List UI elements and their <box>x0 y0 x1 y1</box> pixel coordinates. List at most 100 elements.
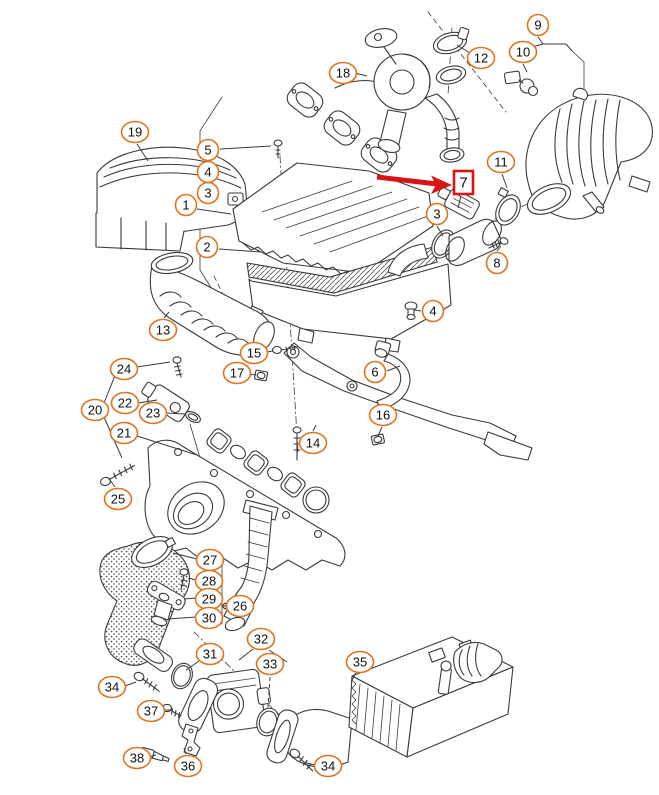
callout-31[interactable]: 31 <box>195 642 225 666</box>
callout-number: 18 <box>336 66 350 81</box>
callout-circle <box>328 61 358 85</box>
callout-29[interactable]: 29 <box>194 587 224 611</box>
air-intake-duct <box>95 146 248 252</box>
callout-number: 37 <box>144 704 158 719</box>
callout-27[interactable]: 27 <box>195 548 225 572</box>
hose-clamp-pair <box>432 26 470 85</box>
callout-circle <box>255 652 285 676</box>
callout-circle <box>526 13 550 37</box>
callout-33[interactable]: 33 <box>255 652 285 676</box>
highlight-box[interactable] <box>452 169 475 196</box>
highlight-leader <box>457 195 462 209</box>
callout-26[interactable]: 26 <box>225 594 255 618</box>
leader-line <box>109 479 116 488</box>
callout-11[interactable]: 11 <box>486 150 516 174</box>
callout-number: 33 <box>263 657 277 672</box>
callout-circle <box>363 360 387 384</box>
leader-line <box>456 44 471 54</box>
callout-4-2[interactable]: 4 <box>421 299 445 323</box>
callout-number: 15 <box>247 346 261 361</box>
callout-circle <box>368 403 398 427</box>
callout-20[interactable]: 20 <box>80 398 110 422</box>
callout-3-2[interactable]: 3 <box>425 202 449 226</box>
callout-10[interactable]: 10 <box>508 40 538 64</box>
callout-30[interactable]: 30 <box>194 606 224 630</box>
callout-21[interactable]: 21 <box>109 421 139 445</box>
leader-line <box>413 309 422 312</box>
callout-number: 21 <box>117 426 131 441</box>
callout-3[interactable]: 3 <box>196 181 220 205</box>
leader-line <box>165 412 186 415</box>
leader-line <box>124 681 137 687</box>
leader-line <box>302 761 316 766</box>
callout-37[interactable]: 37 <box>136 699 166 723</box>
callout-number: 31 <box>203 647 217 662</box>
callout-22[interactable]: 22 <box>110 391 140 415</box>
map-sensor-group <box>141 356 201 424</box>
callout-number: 6 <box>371 365 378 380</box>
callout-34[interactable]: 34 <box>97 675 127 699</box>
callout-number: 2 <box>203 240 210 255</box>
leader-line <box>377 426 383 437</box>
callout-38[interactable]: 38 <box>122 746 152 770</box>
callout-number: 1 <box>182 198 189 213</box>
callout-circle <box>421 299 445 323</box>
callout-number: 30 <box>202 611 216 626</box>
callout-8[interactable]: 8 <box>485 251 509 275</box>
callout-14[interactable]: 14 <box>298 431 328 455</box>
callout-circle <box>222 361 252 385</box>
callout-13[interactable]: 13 <box>148 318 178 342</box>
callout-number: 10 <box>516 45 530 60</box>
callout-9[interactable]: 9 <box>526 13 550 37</box>
intake-hose-elbow <box>525 87 653 220</box>
leader-line <box>218 248 261 253</box>
callout-12[interactable]: 12 <box>466 46 496 70</box>
callout-23[interactable]: 23 <box>138 401 168 425</box>
air-cleaner-assembly <box>232 139 452 461</box>
leader-line <box>219 145 272 150</box>
callout-1[interactable]: 1 <box>174 193 198 217</box>
callout-17[interactable]: 17 <box>222 361 252 385</box>
callout-circle <box>136 699 166 723</box>
callout-number: 11 <box>494 155 508 170</box>
callout-34-2[interactable]: 34 <box>313 754 343 778</box>
callout-number: 29 <box>202 592 216 607</box>
maf-sensor-duct <box>387 186 521 277</box>
callout-24[interactable]: 24 <box>109 357 139 381</box>
callout-25[interactable]: 25 <box>103 487 133 511</box>
callout-circle <box>313 754 343 778</box>
callout-number: 20 <box>88 403 102 418</box>
callout-32[interactable]: 32 <box>246 627 276 651</box>
throttle-valve-unit <box>178 668 280 737</box>
highlight-arrow-shaft <box>376 174 438 187</box>
callout-number: 3 <box>204 186 211 201</box>
callout-35[interactable]: 35 <box>345 650 375 674</box>
leader-line <box>350 672 357 683</box>
callout-circle <box>195 642 225 666</box>
callout-number: 24 <box>117 362 131 377</box>
callout-15[interactable]: 15 <box>239 341 269 365</box>
callout-5[interactable]: 5 <box>196 138 220 162</box>
leader-line <box>136 143 149 162</box>
support-bracket-group <box>254 340 533 461</box>
callout-circle <box>425 202 449 226</box>
callout-circle <box>174 193 198 217</box>
callout-2[interactable]: 2 <box>195 235 219 259</box>
callout-4[interactable]: 4 <box>196 160 220 184</box>
callout-28[interactable]: 28 <box>194 569 224 593</box>
callout-16[interactable]: 16 <box>368 403 398 427</box>
leader-line <box>136 435 198 456</box>
callout-circle <box>173 754 203 778</box>
callout-number: 5 <box>204 143 211 158</box>
callout-circle <box>196 160 220 184</box>
callout-number: 34 <box>105 680 119 695</box>
callout-circle <box>109 421 139 445</box>
callout-36[interactable]: 36 <box>173 754 203 778</box>
callout-19[interactable]: 19 <box>120 120 150 144</box>
callout-6[interactable]: 6 <box>363 360 387 384</box>
callout-18[interactable]: 18 <box>328 61 358 85</box>
callout-number: 28 <box>202 574 216 589</box>
callout-number: 16 <box>376 408 390 423</box>
leader-line <box>312 424 317 432</box>
